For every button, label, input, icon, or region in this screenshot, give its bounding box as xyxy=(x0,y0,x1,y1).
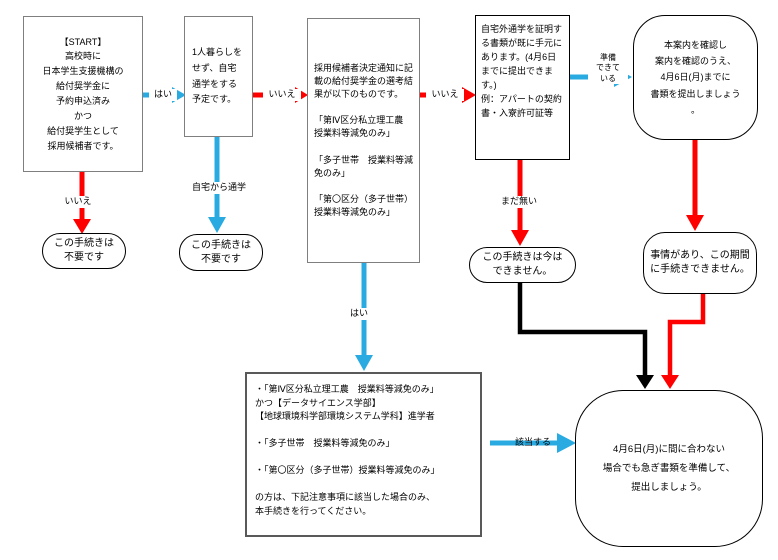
documents-ready-box: 自宅外通学を証明する書類が既に手元にあります。(4月6日までに提出できます。) … xyxy=(475,15,570,160)
label-no-start: いいえ xyxy=(58,196,98,208)
label-yes-start: はい xyxy=(149,89,177,101)
label-home-commute: 自宅から通学 xyxy=(180,182,258,194)
arrow-elbow-cannot-now-to-late xyxy=(517,283,654,389)
conditions-notice-box: ・「第Ⅳ区分私立理工農 授業料等減免のみ」 かつ【データサイエンス学部】 【地球… xyxy=(245,372,482,537)
procedure-not-needed-node-2: この手続きは 不要です xyxy=(179,234,263,271)
label-no-selection: いいえ xyxy=(426,89,464,101)
label-applies: 該当する xyxy=(514,437,551,447)
arrow-notyet-documents-to-cannot-now xyxy=(511,160,529,246)
arrow-no-start-to-not-needed xyxy=(73,172,91,234)
arrow-elbow-cannot-period-to-late xyxy=(661,294,706,389)
arrow-submit-to-cannot-period xyxy=(686,140,704,231)
late-submission-node: 4月6日(月)に間に合わない 場合でも急ぎ書類を準備して、 提出しましょう。 xyxy=(575,390,763,547)
start-box: 【START】 高校時に 日本学生支援機構の 給付奨学金に 予約申込済み かつ … xyxy=(23,16,143,172)
arrow-home-commute-to-not-needed xyxy=(208,137,226,233)
procedure-not-needed-node-1: この手続きは 不要です xyxy=(42,233,126,269)
cannot-during-period-node: 事情があり、この期間 に手続きできません。 xyxy=(643,232,757,294)
home-commute-plan-box: 1人暮らしを せず、自宅 通学をする 予定です。 xyxy=(184,16,253,137)
selection-result-box: 採用候補者決定通知に記載の給付奨学金の選考結果が以下のものです。 「第Ⅳ区分私立… xyxy=(307,18,420,263)
arrow-applies-conditions-to-late xyxy=(490,433,576,453)
cannot-proceed-now-node: この手続きは今は できません。 xyxy=(469,247,576,283)
label-no-commute: いいえ xyxy=(263,89,301,101)
submit-by-deadline-node: 本案内を確認し 案内を確認のうえ、 4月6日(月)までに 書類を提出しましょう … xyxy=(633,15,758,140)
label-ready: 準備 できて いる xyxy=(588,53,628,85)
label-not-yet: まだ無い xyxy=(494,196,544,208)
label-yes-selection: はい xyxy=(345,308,373,320)
